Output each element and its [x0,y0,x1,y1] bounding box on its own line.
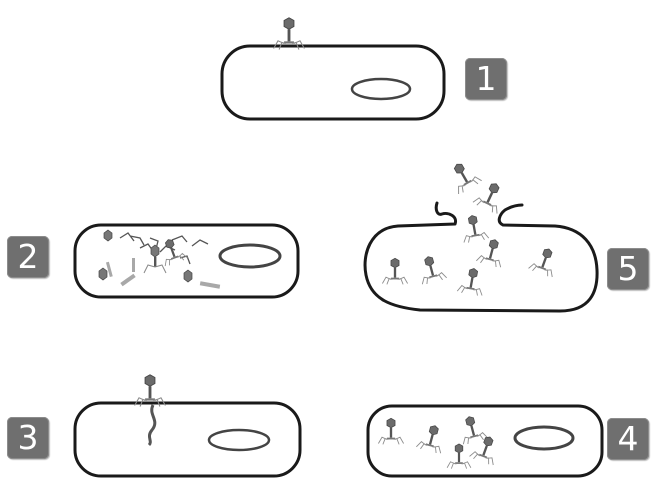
bacterial-chromosome-2 [218,243,282,269]
panel-5-lysis [363,157,599,313]
panel-1-attachment [220,17,446,121]
phage-icon [381,257,409,285]
bacterial-cell-3 [73,401,302,478]
phage-icon [415,252,448,286]
phage-tail-fragment [132,258,135,272]
bacterial-cell-1 [220,44,446,121]
phage-icon [444,157,483,196]
phage-icon [475,235,508,269]
step-number-badge-3: 3 [7,417,49,459]
panel-4-assembly [366,404,604,478]
injected-viral-dna [147,404,157,447]
tail-fiber-fragments [143,264,167,274]
phage-icon [459,212,490,244]
step-number-badge-4: 4 [607,418,649,460]
phage-tail-fragment [154,257,157,267]
phage-icon [527,244,562,279]
bacterial-chromosome-3 [207,428,271,452]
phage-tail-fragment [120,273,136,287]
step-number-badge-2: 2 [7,236,49,278]
phage-head-fragment [103,229,113,242]
bacterial-chromosome-4 [513,425,575,451]
phage-icon [456,265,487,297]
panel-3-injection [73,374,302,478]
tail-fiber-fragments [119,232,209,265]
step-number-badge-5: 5 [607,248,649,290]
phage-head-fragment [150,244,160,258]
panel-2-synthesis [73,223,300,299]
phage-head-fragment [183,269,193,283]
step-number-badge-1: 1 [465,58,507,100]
phage-tail-fragment [105,261,113,278]
lysed-cell-membrane [363,201,599,313]
phage-tail-fragment [199,281,221,289]
bacterial-chromosome-1 [350,77,412,101]
phage-head-fragment [98,267,108,281]
